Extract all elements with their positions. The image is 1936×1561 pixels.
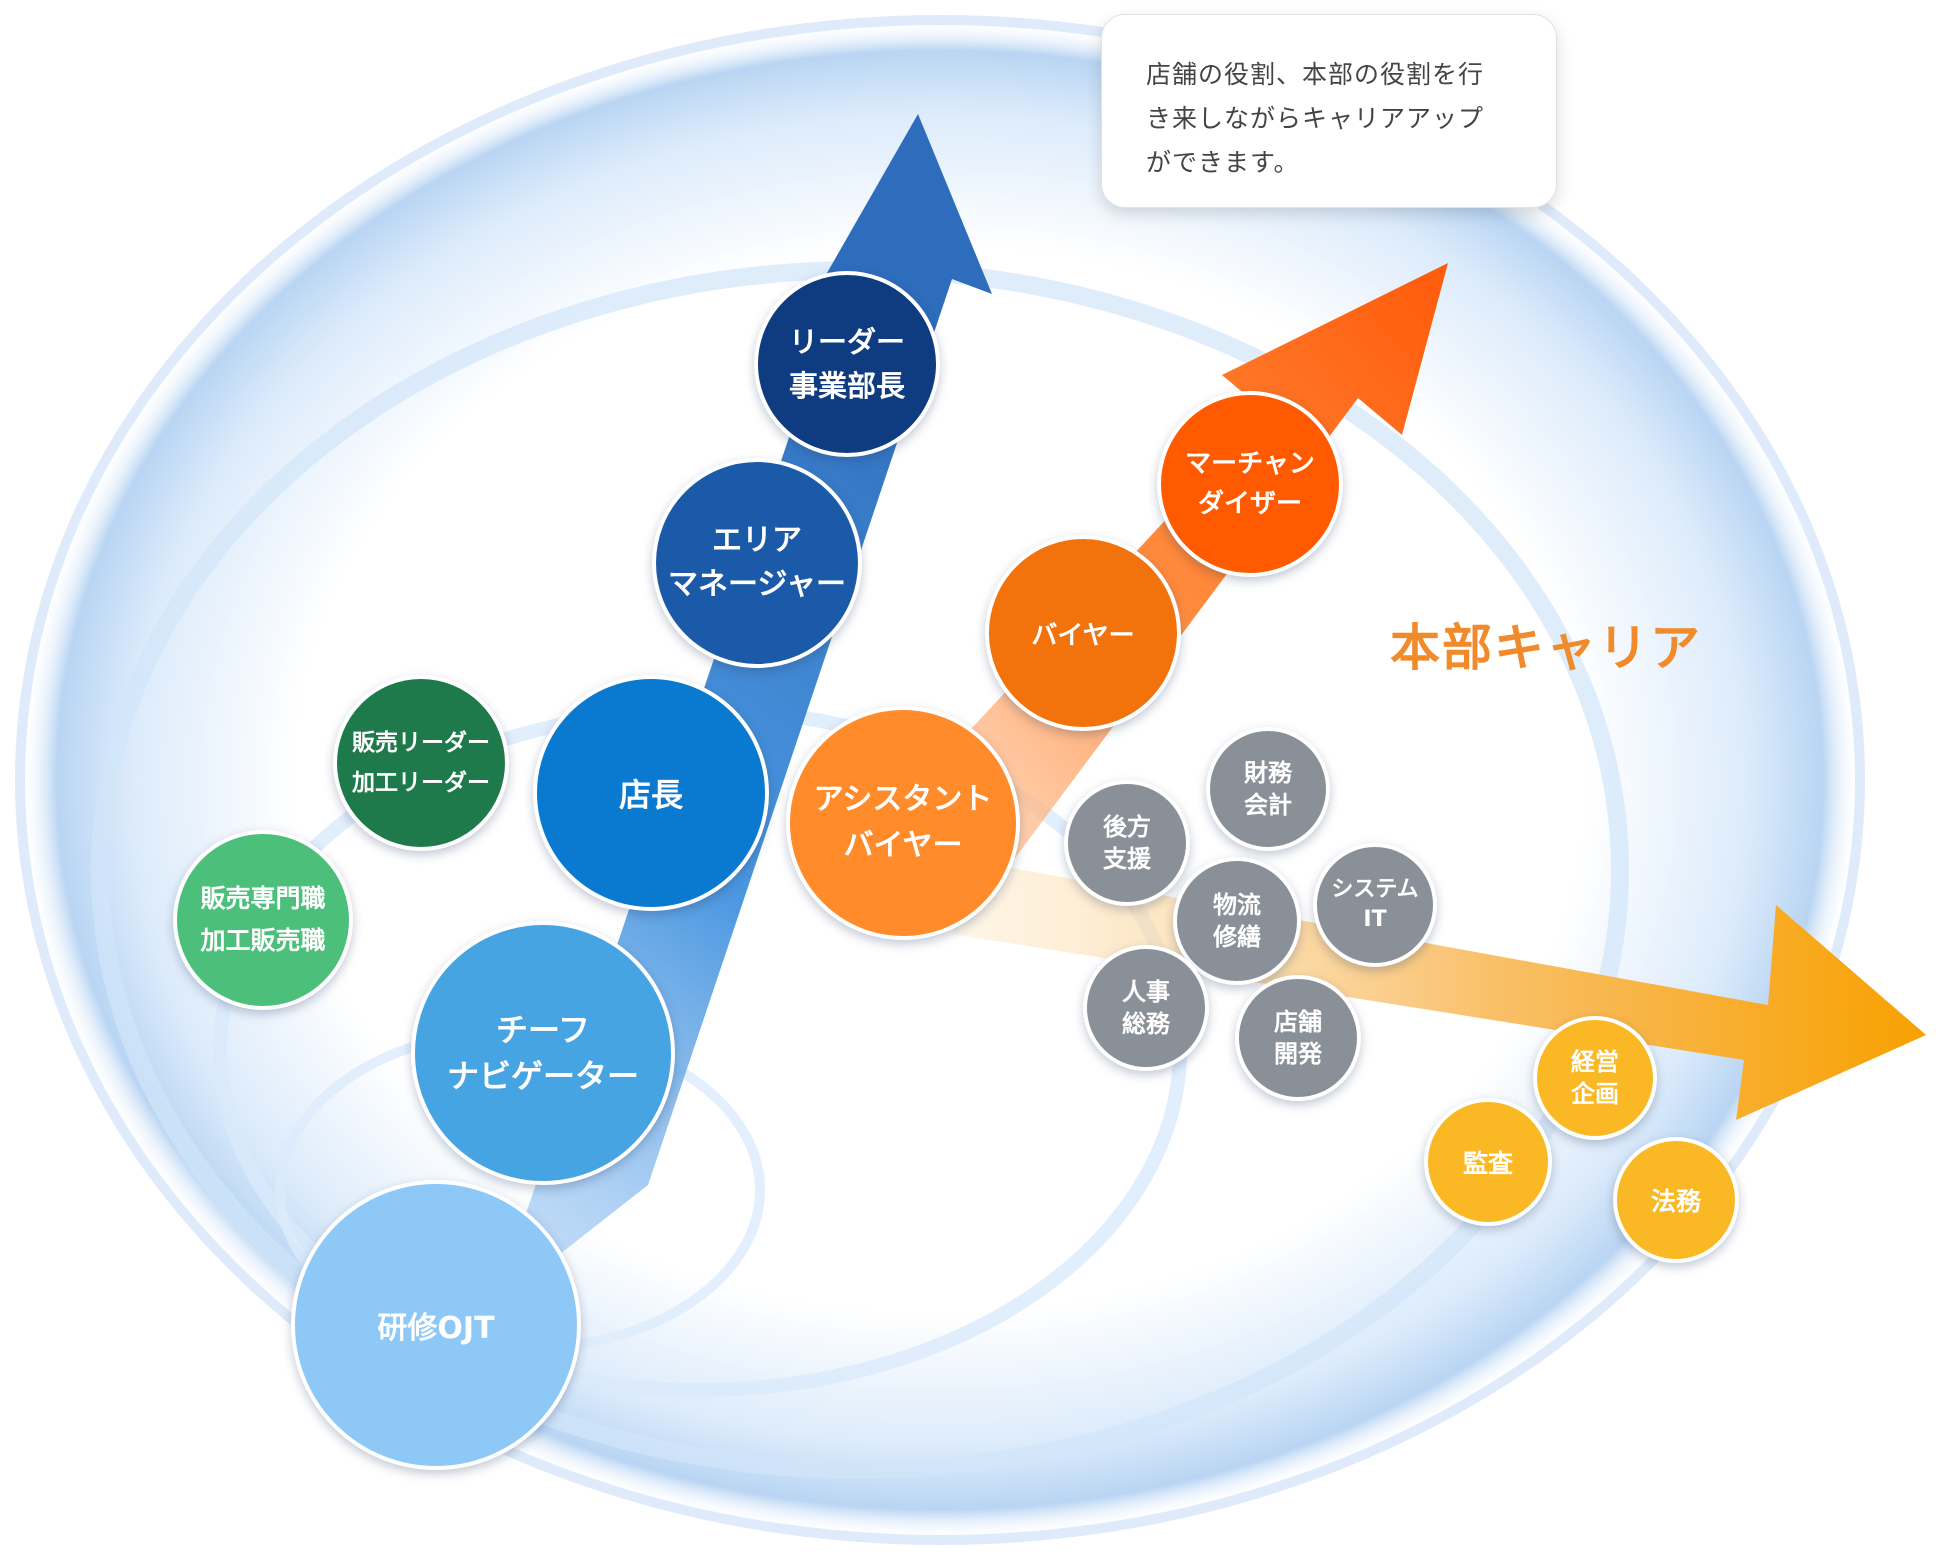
node-label: 店舗 [1274, 1008, 1322, 1036]
node-label: 支援 [1103, 845, 1151, 873]
node-leader-division-head: リーダー 事業部長 [754, 271, 940, 457]
node-label: バイヤー [843, 828, 963, 863]
node-label: 研修OJT [377, 1311, 495, 1346]
node-label: アシスタント [813, 782, 993, 817]
node-label: チーフ [495, 1011, 591, 1049]
node-legal: 法務 [1613, 1137, 1739, 1263]
node-label: 販売専門職 [200, 884, 326, 913]
node-label: 人事 [1122, 978, 1170, 1006]
node-logistics: 物流 修繕 [1173, 857, 1301, 985]
node-label: 財務 [1244, 759, 1292, 787]
node-label: 店長 [618, 776, 683, 814]
node-finance: 財務 会計 [1206, 727, 1330, 851]
node-label: 後方 [1103, 813, 1151, 841]
node-label: ナビゲーター [446, 1057, 639, 1095]
node-audit: 監査 [1424, 1098, 1552, 1226]
career-note-callout: 店舗の役割、本部の役割を行 き来しながらキャリアアップ ができます。 [1101, 14, 1557, 208]
hq-career-label: 本部キャリア [1390, 619, 1702, 677]
node-label: リーダー [788, 325, 905, 359]
node-systems: システム IT [1313, 843, 1437, 967]
node-label: エリア [712, 523, 802, 558]
node-sales-specialist: 販売専門職 加工販売職 [173, 830, 353, 1010]
node-label: 加工販売職 [200, 926, 326, 955]
node-label: マネージャー [668, 567, 846, 602]
node-label: 法務 [1650, 1187, 1701, 1216]
node-label: 企画 [1571, 1080, 1619, 1108]
node-label: 物流 [1213, 891, 1261, 919]
node-buyer: バイヤー [985, 535, 1181, 731]
node-store-manager: 店長 [533, 675, 769, 911]
callout-line: き来しながらキャリアアップ [1146, 104, 1485, 133]
node-back-office: 後方 支援 [1064, 780, 1190, 906]
node-label: 監査 [1462, 1149, 1513, 1178]
node-label: マーチャン [1185, 449, 1315, 479]
node-label: 開発 [1274, 1040, 1322, 1068]
node-label: 加工リーダー [352, 770, 490, 796]
callout-line: 店舗の役割、本部の役割を行 [1146, 60, 1485, 89]
node-corporate-planning: 経営 企画 [1533, 1016, 1657, 1140]
node-training: 研修OJT [291, 1180, 581, 1470]
node-label: 会計 [1244, 791, 1292, 819]
node-hr: 人事 総務 [1083, 945, 1209, 1071]
node-area-manager: エリア マネージャー [652, 458, 862, 668]
node-label: システム [1331, 877, 1419, 902]
node-label: 経営 [1571, 1048, 1619, 1076]
node-label: バイヤー [1031, 620, 1135, 651]
node-chief-navigator: チーフ ナビゲーター [411, 921, 675, 1185]
node-label: 修繕 [1213, 923, 1261, 951]
node-label: 総務 [1122, 1010, 1170, 1038]
node-sales-leader: 販売リーダー 加工リーダー [333, 675, 509, 851]
node-label: 事業部長 [788, 369, 905, 403]
node-label: IT [1363, 907, 1387, 932]
node-merchandiser: マーチャン ダイザー [1157, 391, 1343, 577]
node-label: 販売リーダー [352, 730, 490, 756]
node-assistant-buyer: アシスタント バイヤー [786, 706, 1020, 940]
callout-line: ができます。 [1146, 148, 1300, 177]
node-store-development: 店舗 開発 [1235, 975, 1361, 1101]
node-label: ダイザー [1197, 489, 1302, 519]
